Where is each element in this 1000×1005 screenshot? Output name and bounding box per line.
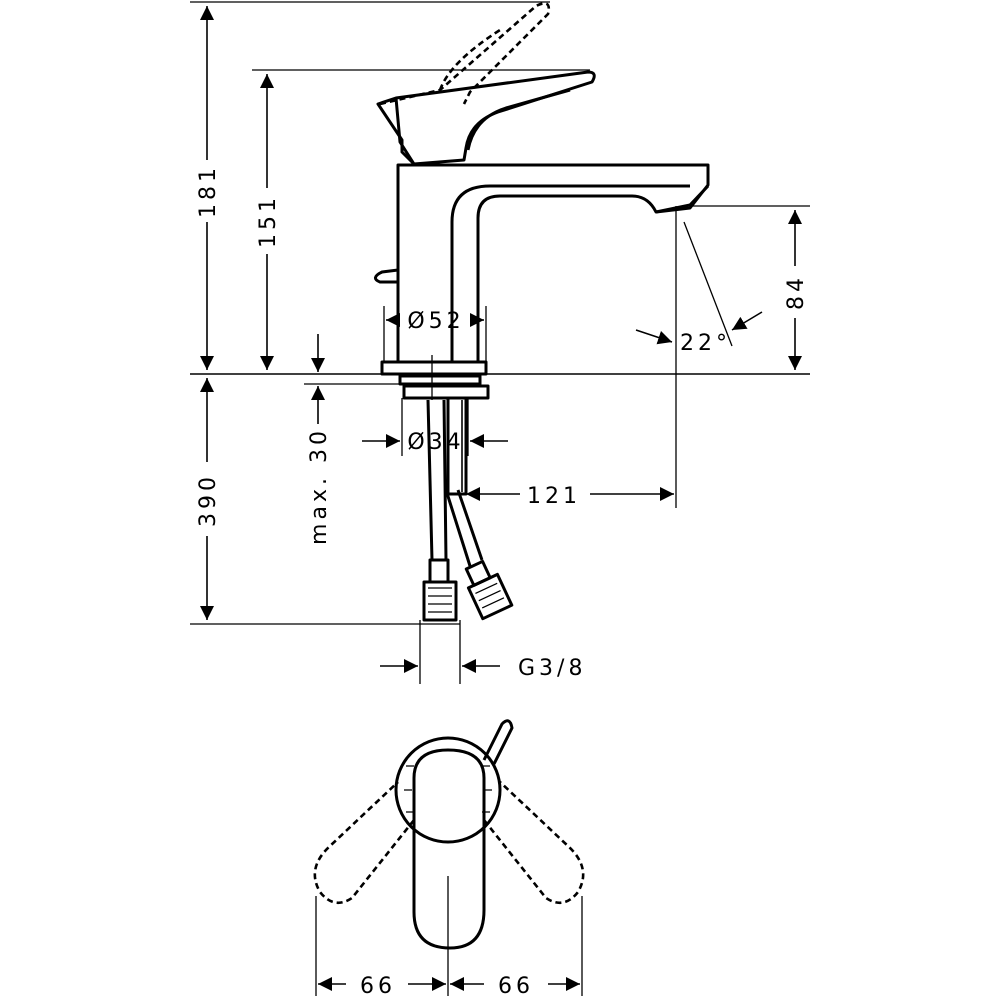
angle-arrow-right — [731, 311, 763, 331]
dimensions-side: 181 151 84 22° Ø52 Ø34 max. 30 — [190, 1, 810, 684]
angle-arrow-left — [635, 329, 673, 345]
supply-hose-right — [444, 489, 484, 567]
dim-shank-diameter: Ø34 — [407, 430, 464, 455]
lever-handle — [376, 70, 596, 166]
threaded-rod — [446, 398, 468, 496]
base-flange — [380, 360, 488, 376]
lever-handle-inner — [466, 88, 571, 151]
mounting-plate — [402, 384, 490, 400]
base-circle — [394, 736, 502, 844]
spray-line — [683, 221, 733, 347]
lever-handle-raised — [379, 2, 551, 106]
lever-handle-edge — [394, 97, 416, 165]
popup-lever-top — [482, 719, 514, 765]
dim-total-height: 181 — [196, 164, 221, 218]
supply-hose-left — [426, 399, 448, 561]
hose-nut-left-threads — [428, 587, 452, 613]
lever-swing-left — [313, 781, 416, 905]
faucet-top-view — [313, 719, 585, 996]
dim-connection-thread: G3/8 — [518, 656, 586, 681]
lever-swing-right — [482, 781, 585, 905]
dim-spray-angle: 22° — [680, 331, 731, 356]
popup-rod — [374, 268, 399, 284]
dim-swing-left: 66 — [360, 974, 396, 999]
dim-swing-right: 66 — [498, 974, 534, 999]
dimensions-top: 66 66 — [318, 974, 580, 999]
base-markings — [404, 765, 492, 813]
dim-spout-height: 151 — [256, 194, 281, 248]
faucet-side-view — [190, 2, 810, 622]
hose-crimp-left — [428, 558, 450, 584]
dim-hose-length: 390 — [196, 473, 221, 527]
base-washer — [398, 374, 482, 386]
dim-base-diameter: Ø52 — [407, 309, 464, 334]
hose-nut-left — [422, 580, 458, 622]
lever-top — [412, 748, 486, 950]
spout-inner — [450, 184, 690, 362]
dim-max-thickness: max. 30 — [307, 427, 332, 545]
hose-nut-right — [464, 559, 514, 621]
dim-projection: 121 — [527, 484, 581, 509]
faucet-body — [396, 163, 710, 364]
dim-outlet-height: 84 — [784, 274, 809, 310]
aerator — [655, 184, 710, 214]
lever-handle-raised-inner — [438, 28, 501, 91]
